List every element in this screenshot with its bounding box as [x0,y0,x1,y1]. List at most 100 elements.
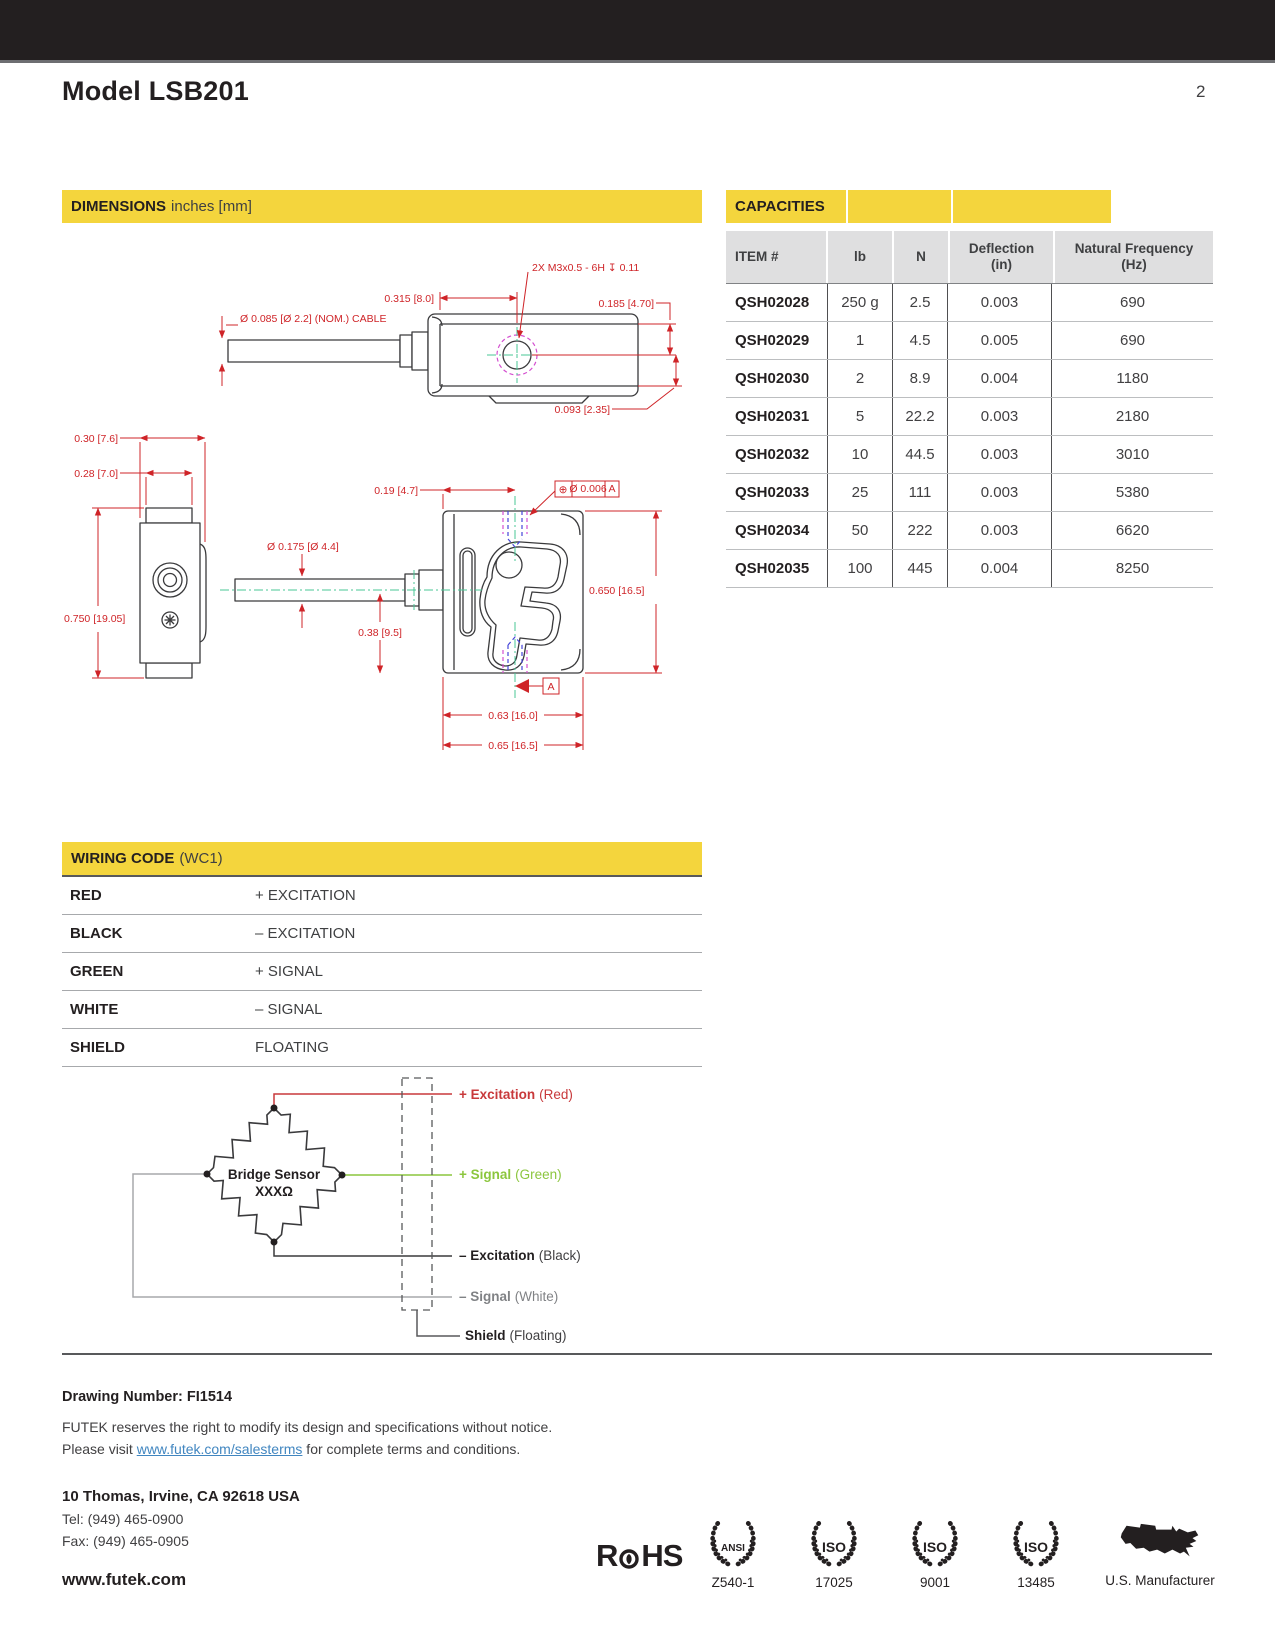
col-deflection: Deflection [968,240,1035,256]
badge-label: 17025 [815,1575,853,1590]
sensor-body-front-view [442,510,584,674]
badge-label: 13485 [1017,1575,1055,1590]
dimensions-drawing: 0.315 [8.0] 2X M3x0.5 - 6H ↧ 0.11 0.185 … [64,262,682,752]
footer-divider [62,1353,1212,1355]
wire-label-neg-excitation: – Excitation(Black) [459,1248,581,1263]
disclaimer-line2: Please visit www.futek.com/salesterms fo… [62,1441,521,1457]
dim-cable: Ø 0.085 [Ø 2.2] (NOM.) CABLE [240,313,386,325]
wiring-section-header: WIRING CODE(WC1) [62,842,702,875]
website: www.futek.com [62,1570,187,1589]
capacities-heading: CAPACITIES [735,198,825,215]
svg-text:ANSI: ANSI [721,1543,745,1554]
dim-019: 0.19 [4.7] [374,485,418,497]
bridge-sensor-diagram: Bridge Sensor XXXΩ + Excitation(Red) + S… [132,1077,581,1343]
badge-iso-9001: ISO 9001 [903,1518,967,1590]
badge-label: 9001 [919,1575,951,1590]
us-manufacturer-badge: U.S. Manufacturer [1104,1520,1216,1588]
dim-028: 0.28 [7.0] [74,468,118,480]
dim-0175: Ø 0.175 [Ø 4.4] [267,541,339,553]
wiring-heading-note: (WC1) [179,850,223,867]
rohs-leaf-icon [619,1549,640,1569]
dimensions-heading-note: inches [mm] [171,198,252,215]
gdt-frame: ⊕ Ø 0.006 A [529,480,620,516]
badge-ansi: ANSI Z540-1 [701,1518,765,1590]
svg-text:ISO: ISO [822,1539,846,1555]
datum-flag-label: A [547,681,554,693]
dim-0093: 0.093 [2.35] [555,404,611,416]
wire-label-pos-excitation: + Excitation(Red) [459,1087,573,1102]
laurel-wreath-icon: ISO [912,1519,958,1567]
wiring-table: RED+ EXCITATION BLACK– EXCITATION GREEN+… [62,877,702,1067]
front-view: 0.19 [4.7] ⊕ Ø 0.006 A Ø 0.175 [Ø 4.4] 0… [220,480,662,752]
fax: Fax: (949) 465-0905 [62,1533,189,1549]
dim-0650: 0.650 [16.5] [589,585,645,597]
wiring-divider [62,875,702,877]
dim-0750: 0.750 [19.05] [64,613,125,625]
laurel-wreath-icon: ANSI [710,1519,756,1567]
page-number: 2 [1196,82,1206,101]
wire-label-pos-signal: + Signal(Green) [459,1167,562,1182]
gdt-tolerance: Ø 0.006 [569,483,607,495]
telephone: Tel: (949) 465-0900 [62,1511,184,1527]
wire-negative-excitation [273,1242,452,1257]
col-n: N [916,248,926,264]
wiring-row: RED+ EXCITATION [62,877,702,915]
dimensions-heading: DIMENSIONS [71,198,167,215]
drawing-number: Drawing Number: FI1514 [62,1389,233,1405]
dim-m3-thread: 2X M3x0.5 - 6H ↧ 0.11 [532,262,639,274]
col-item: ITEM # [735,248,779,264]
col-natural-frequency: Natural Frequency [1074,240,1194,256]
badge-iso-13485: ISO 13485 [1004,1518,1068,1590]
gdt-datum-ref: A [608,483,615,495]
bridge-label-line1: Bridge Sensor [228,1167,321,1182]
us-manufacturer-label: U.S. Manufacturer [1105,1573,1215,1588]
dim-0185: 0.185 [4.70] [599,298,655,310]
screw [161,611,179,629]
wire-negative-signal [132,1173,452,1298]
wiring-row: GREEN+ SIGNAL [62,953,702,991]
top-black-bar [0,0,1275,63]
page-title: Model LSB201 [62,76,249,106]
side-view: 0.30 [7.6] 0.28 [7.0] 0.750 [19.05] [64,433,207,679]
capacities-table-header: ITEM # lb N Deflection(in) Natural Frequ… [726,231,1213,283]
datum-flag-arrow [515,679,529,693]
bridge-label-line2: XXXΩ [255,1184,293,1199]
sensor-body-side-view [139,522,201,664]
dim-065: 0.65 [16.5] [488,740,538,752]
wiring-row: WHITE– SIGNAL [62,991,702,1029]
wire-label-neg-signal: – Signal(White) [459,1289,558,1304]
col-lb: lb [854,248,866,264]
dim-063: 0.63 [16.0] [488,710,538,722]
wire-shield [416,1310,460,1337]
cable-top-view [227,339,401,363]
wiring-row: BLACK– EXCITATION [62,915,702,953]
dim-038: 0.38 [9.5] [358,627,402,639]
rohs-logo: R HS [596,1538,683,1573]
laurel-wreath-icon: ISO [811,1519,857,1567]
address: 10 Thomas, Irvine, CA 92618 USA [62,1488,300,1505]
salesterms-link[interactable]: www.futek.com/salesterms [136,1441,303,1457]
capacities-section-header: CAPACITIES [726,190,1111,223]
usa-map-icon [1120,1523,1199,1557]
cable-boundary [401,1077,433,1311]
badge-iso-17025: ISO 17025 [802,1518,866,1590]
badge-label: Z540-1 [711,1575,755,1590]
dim-030: 0.30 [7.6] [74,433,118,445]
svg-text:ISO: ISO [1024,1539,1048,1555]
wire-label-shield: Shield(Floating) [465,1328,567,1343]
top-view: 0.315 [8.0] 2X M3x0.5 - 6H ↧ 0.11 0.185 … [218,262,682,416]
svg-text:ISO: ISO [923,1539,947,1555]
futek-logo-cutout [479,541,569,671]
